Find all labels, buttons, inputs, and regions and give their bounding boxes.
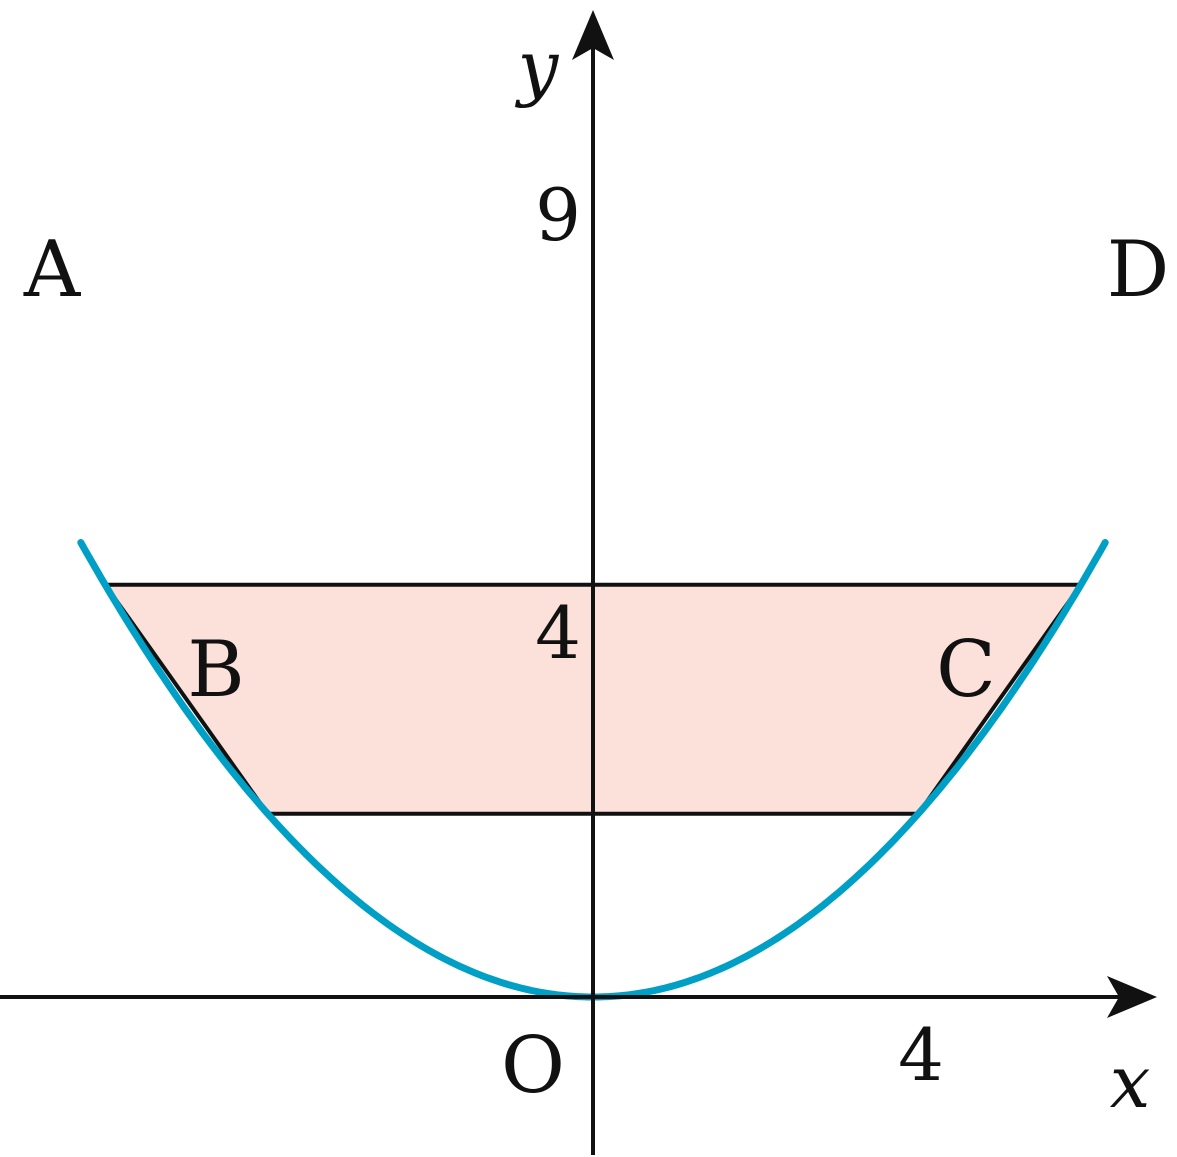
x-axis-arrowhead: [1107, 976, 1157, 1018]
point-label-c: C: [936, 625, 996, 715]
y-tick-label-9: 9: [535, 173, 581, 257]
y-axis-arrowhead: [572, 10, 614, 60]
point-label-d: D: [1107, 225, 1170, 315]
y-axis-label: y: [515, 25, 560, 109]
x-axis-label: x: [1110, 1040, 1151, 1124]
point-label-b: B: [187, 625, 244, 715]
x-tick-label-4: 4: [898, 1013, 944, 1097]
point-label-a: A: [23, 225, 82, 315]
y-tick-label-4: 4: [535, 591, 581, 675]
origin-label: O: [501, 1021, 565, 1111]
